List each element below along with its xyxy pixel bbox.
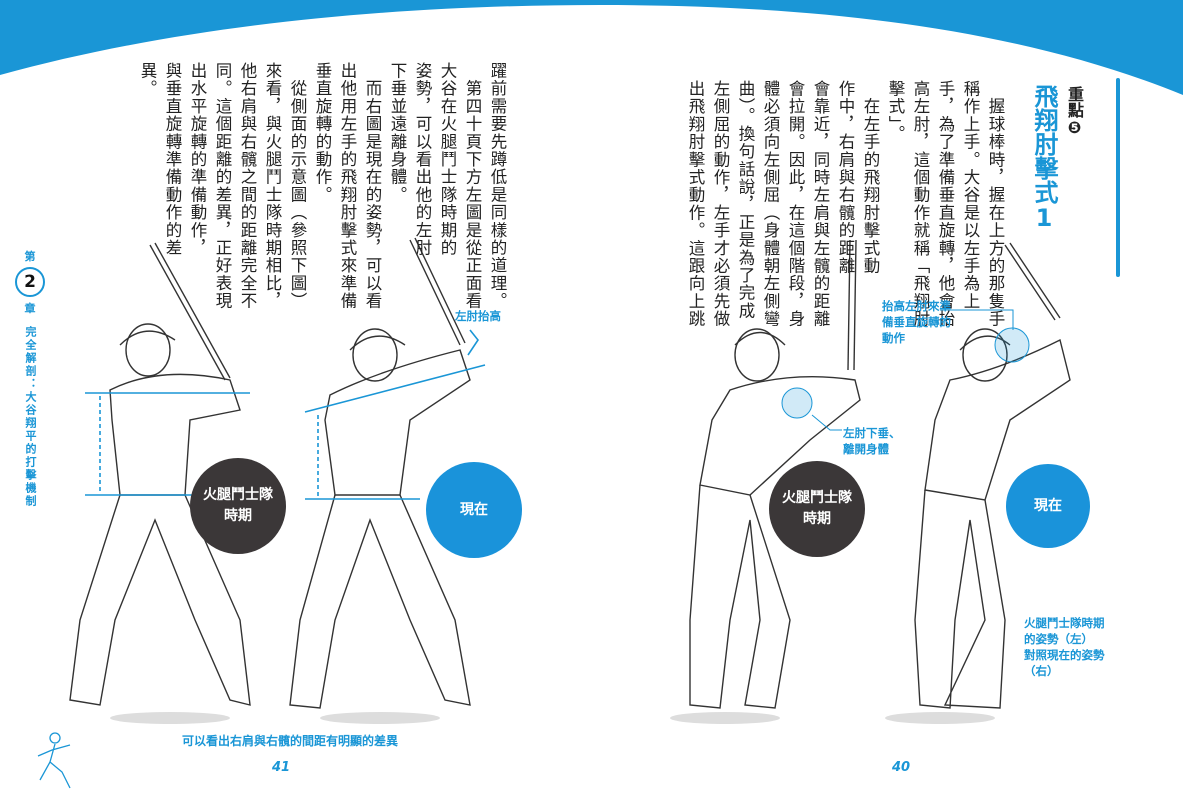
text-column: 垂直旋轉的動作。 [313,62,332,204]
label-elbow-raised: 左肘抬高 [455,309,501,323]
text-column: 出他用左手的飛翔肘擊式來準備 [338,62,357,310]
batter-front-past [69,242,251,706]
text-column: 作中，右肩與右髖的距離 [836,80,855,275]
text-column: 來看，與火腿鬥士隊時期相比， [263,62,282,310]
measure-lines [85,329,486,500]
chapter-prefix: 第 [24,250,36,263]
batter-front-now [289,237,471,709]
circle-now-right: 現在 [1006,464,1090,548]
text-column: 出水平旋轉的準備動作， [188,62,207,257]
circle-past-right: 火腿鬥士隊 時期 [769,461,865,557]
section-title-number: 1 [1030,204,1058,232]
left-page-body: 躍前需要先蹲低是同樣的道理。 第四十頁下方左圖是從正面看大谷在火腿鬥士隊時期的姿… [138,62,507,310]
batter-side-now [914,242,1071,709]
text-column: 左側屈的動作，左手才必須先做 [711,80,730,328]
comparison-note: 火腿鬥士隊時期 的姿勢（左） 對照現在的姿勢 （右） [1024,616,1105,678]
page-number-right: 40 [892,760,911,775]
batter-side-past [689,239,861,709]
text-column: 高左肘，這個動作就稱「飛翔肘 [911,80,930,328]
chapter-number: 2 [15,267,45,297]
text-column: 會拉開。因此，在這個階段，身 [786,80,805,328]
text-column: 他右肩與右髖之間的距離完全不 [238,62,257,310]
runner-icon [37,732,71,789]
left-caption: 可以看出右肩與右髖的間距有明顯的差異 [182,734,399,748]
chapter-suffix: 章 [24,302,36,315]
text-column: 手，為了準備垂直旋轉，他會抬 [936,80,955,328]
text-column: 躍前需要先蹲低是同樣的道理。 [488,62,507,310]
text-column: 姿勢，可以看出他的左肘 [413,62,432,257]
text-column: 同。這個距離的差異，正好表現 [213,62,232,310]
label-drop-elbow: 左肘下垂、 離開身體 [843,426,901,456]
right-page-body: 握球棒時，握在上方的那隻手稱作上手。大谷是以左手為上手，為了準備垂直旋轉，他會抬… [686,80,1005,328]
text-column: 而右圖是現在的姿勢，可以看 [363,62,382,310]
text-column: 會靠近，同時左肩與左髖的距離 [811,80,830,328]
text-column: 大谷在火腿鬥士隊時期的 [438,62,457,257]
text-column: 稱作上手。大谷是以左手為上 [961,80,980,311]
floor-shadows [110,712,995,724]
text-column: 第四十頁下方左圖是從正面看 [463,62,482,310]
text-column: 出飛翔肘擊式動作。這跟向上跳 [686,80,705,328]
text-column: 體必須向左側屈（身體朝左側彎 [761,80,780,328]
section-title: 飛翔肘擊式1 [1030,84,1058,232]
text-column: 異。 [138,62,157,98]
chapter-tab: 第 2 章 完全解剖：大谷翔平的打擊機制 [10,248,50,508]
page-number-left: 41 [272,760,291,775]
text-column: 握球棒時，握在上方的那隻手 [986,80,1005,328]
section-title-text: 飛翔肘擊式 [1030,84,1058,204]
circle-past-left: 火腿鬥士隊 時期 [190,458,286,554]
label-raise-elbow: 抬高左肘來準 備垂直旋轉的 動作 [882,299,951,345]
text-column: 曲）。換句話說，正是為了完成 [736,80,755,320]
chapter-title: 完全解剖：大谷翔平的打擊機制 [24,326,37,508]
text-column: 擊式」。 [886,80,905,143]
top-blue-band [0,0,1183,95]
point-number: ❺ [1065,118,1084,137]
circle-now-left: 現在 [426,462,522,558]
text-column: 與垂直旋轉準備動作的差 [163,62,182,257]
text-column: 在左手的飛翔肘擊式動 [861,80,880,275]
point-label: 重點 [1065,86,1084,118]
text-column: 下垂並遠離身體。 [388,62,407,204]
point-heading: 重點❺ [1062,86,1086,137]
text-column: 從側面的示意圖（參照下圖） [288,62,307,310]
